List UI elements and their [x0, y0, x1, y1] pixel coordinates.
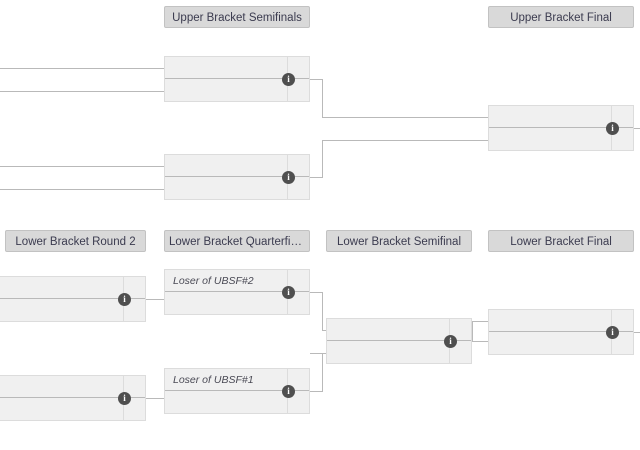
- lbqf1-riser-connector: [322, 292, 323, 331]
- ubf-in-top-connector: [322, 117, 488, 118]
- lbf-out-connector: [634, 332, 640, 333]
- round-header[interactable]: Lower Bracket Quarterfin…: [164, 230, 310, 252]
- info-icon[interactable]: i: [282, 170, 295, 184]
- round-header[interactable]: Lower Bracket Round 2: [5, 230, 146, 252]
- opponent-top[interactable]: [489, 106, 611, 128]
- round-header[interactable]: Upper Bracket Final: [488, 6, 634, 28]
- score-top[interactable]: [288, 57, 309, 79]
- opponent-bottom[interactable]: [0, 299, 123, 321]
- lbqf2-out-connector: [310, 391, 323, 392]
- match-opponents: Loser of UBSF#1: [165, 369, 287, 413]
- info-icon[interactable]: i: [282, 72, 295, 86]
- opponent-bottom[interactable]: [327, 341, 449, 363]
- ubsf1-out-connector: [310, 79, 323, 80]
- score-top[interactable]: [288, 369, 309, 391]
- lbsf-in-bottom-connector: [310, 353, 326, 354]
- score-top[interactable]: [124, 376, 145, 398]
- score-top[interactable]: [288, 155, 309, 177]
- lbf-in-top-connector: [472, 321, 488, 322]
- match-opponents: [0, 277, 123, 321]
- round-header[interactable]: Lower Bracket Semifinal: [326, 230, 472, 252]
- opponent-bottom[interactable]: [165, 391, 287, 413]
- opponent-top[interactable]: [165, 57, 287, 79]
- ubsf2-riser-connector: [322, 140, 323, 178]
- opponent-bottom[interactable]: [165, 177, 287, 199]
- lbr2-1-out-connector: [146, 299, 164, 300]
- score-top[interactable]: [450, 319, 471, 341]
- opponent-top[interactable]: Loser of UBSF#1: [165, 369, 287, 391]
- feed-ubsf2-top-connector: [0, 166, 164, 167]
- ubsf2-out-connector: [310, 177, 323, 178]
- match-opponents: [489, 106, 611, 150]
- lbqf1-out-connector: [310, 292, 323, 293]
- match-lbsf[interactable]: [326, 318, 472, 364]
- match-opponents: Loser of UBSF#2: [165, 270, 287, 314]
- info-icon[interactable]: i: [282, 384, 295, 398]
- opponent-bottom[interactable]: [489, 332, 611, 354]
- lbsf-riser-connector: [472, 321, 473, 342]
- ubf-in-bottom-connector: [322, 140, 488, 141]
- feed-ubsf1-top-connector: [0, 68, 164, 69]
- lbqf2-riser-connector: [322, 353, 323, 392]
- info-icon[interactable]: i: [118, 292, 131, 306]
- opponent-top[interactable]: [489, 310, 611, 332]
- opponent-bottom[interactable]: [0, 398, 123, 420]
- opponent-top[interactable]: [0, 376, 123, 398]
- opponent-bottom[interactable]: [165, 79, 287, 101]
- info-icon[interactable]: i: [282, 285, 295, 299]
- feed-ubsf2-bottom-connector: [0, 189, 164, 190]
- score-top[interactable]: [124, 277, 145, 299]
- opponent-top[interactable]: [165, 155, 287, 177]
- ubsf1-riser-connector: [322, 79, 323, 118]
- info-icon[interactable]: i: [118, 391, 131, 405]
- opponent-top[interactable]: Loser of UBSF#2: [165, 270, 287, 292]
- score-top[interactable]: [612, 310, 633, 332]
- info-icon[interactable]: i: [444, 334, 457, 348]
- ubf-out-connector: [634, 128, 640, 129]
- match-opponents: [165, 57, 287, 101]
- feed-ubsf1-bottom-connector: [0, 91, 164, 92]
- match-opponents: [327, 319, 449, 363]
- round-header[interactable]: Lower Bracket Final: [488, 230, 634, 252]
- round-header[interactable]: Upper Bracket Semifinals: [164, 6, 310, 28]
- info-icon[interactable]: i: [606, 121, 619, 135]
- match-opponents: [489, 310, 611, 354]
- info-icon[interactable]: i: [606, 325, 619, 339]
- match-opponents: [165, 155, 287, 199]
- score-top[interactable]: [612, 106, 633, 128]
- opponent-bottom[interactable]: [489, 128, 611, 150]
- lbsf-out-connector: [472, 341, 488, 342]
- lbsf-in-top-connector: [322, 330, 326, 331]
- opponent-top[interactable]: [327, 319, 449, 341]
- match-opponents: [0, 376, 123, 420]
- opponent-bottom[interactable]: [165, 292, 287, 314]
- score-top[interactable]: [288, 270, 309, 292]
- opponent-top[interactable]: [0, 277, 123, 299]
- lbr2-2-out-connector: [146, 398, 164, 399]
